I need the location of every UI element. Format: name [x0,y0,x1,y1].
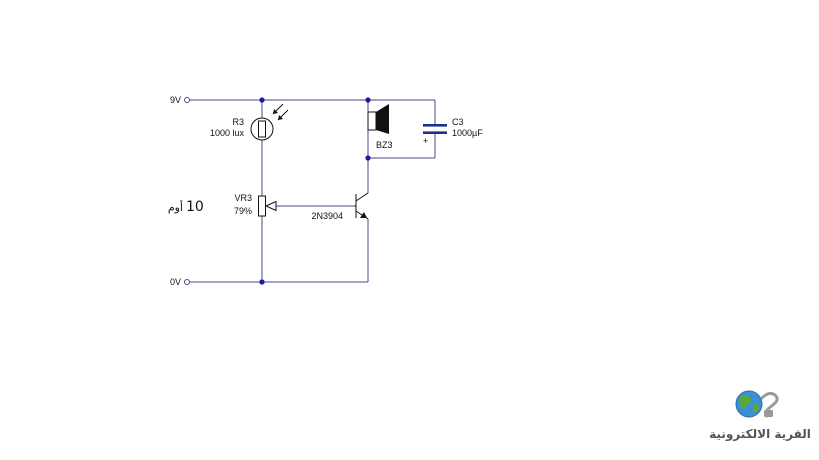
ldr-r3 [250,103,289,141]
junctions [259,97,371,285]
transistor-2n3904 [354,192,369,220]
junction-dot [259,279,265,285]
emitter-arrow-icon [360,212,367,218]
capacitor-polarity-label: + [423,136,428,146]
junction-dot [365,97,371,103]
buzzer-bz3 [367,104,389,134]
capacitor-c3 [423,124,447,134]
annotation-number: 10 [186,199,204,215]
light-arrow-icon [278,115,283,120]
pot-wiper-arrow-icon [264,200,277,212]
terminal-positive [184,97,190,103]
terminal-ground [184,279,190,285]
globe-land [739,394,752,410]
globe-land [752,403,759,413]
plug-icon [764,410,773,417]
pot-value-label: 79% [234,206,252,216]
ldr-resistor [258,120,266,138]
pot-body [258,195,266,217]
junction-dot [259,97,265,103]
light-arrow-icon [273,109,278,114]
logo [735,390,779,418]
buzzer-body [367,111,377,131]
cap-plate-bottom [423,131,447,134]
logo-text: القرية الالكترونية [709,427,811,441]
junction-dot [365,155,371,161]
capacitor-ref-label: C3 [452,117,464,127]
annotation-unit: أوم [168,200,183,214]
buzzer-ref-label: BZ3 [376,140,393,150]
capacitor-value-label: 1000µF [452,128,483,138]
ground-rail-label: 0V [170,277,181,287]
transistor-ref-label: 2N3904 [311,211,343,221]
ldr-value-label: 1000 lux [210,128,245,138]
transistor-collector [355,192,369,202]
cap-plate-top [423,124,447,127]
ldr-ref-label: R3 [232,117,244,127]
wires [190,99,436,283]
potentiometer-vr3 [258,195,277,217]
positive-rail-label: 9V [170,95,181,105]
buzzer-cone [376,104,389,134]
pot-ref-label: VR3 [234,193,252,203]
